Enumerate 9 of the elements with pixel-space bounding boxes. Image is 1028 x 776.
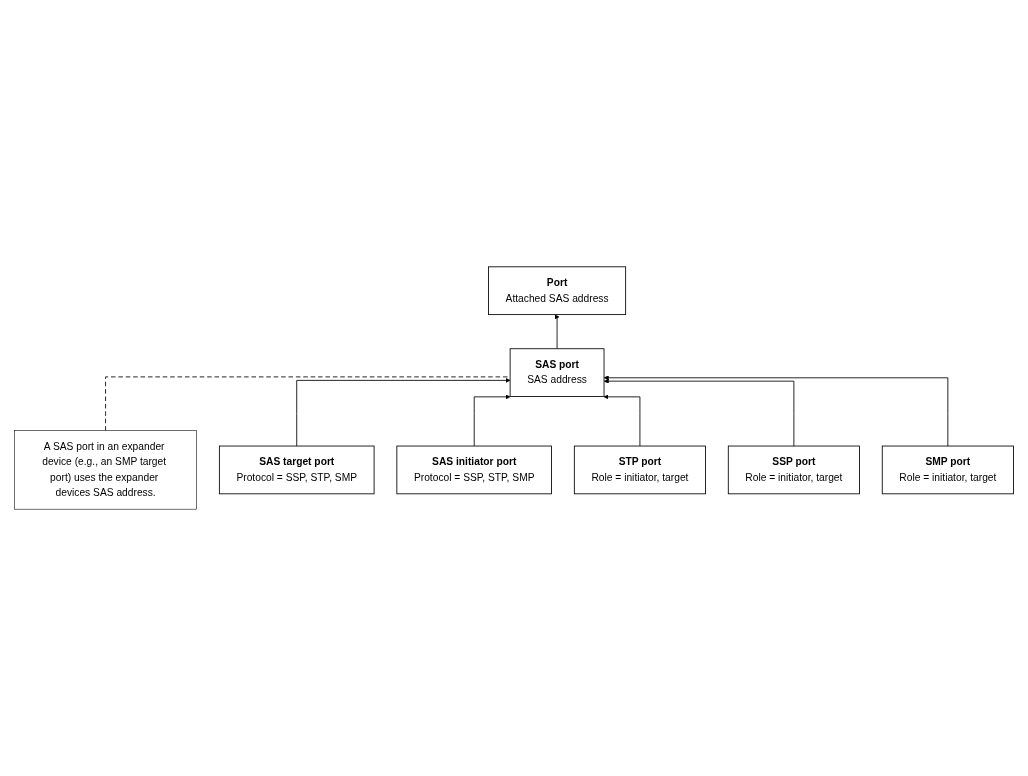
node-box: A SAS port in an expander device (e.g., an SMP target port) uses the expander devices SAS address. xyxy=(14,430,197,510)
node-box: SAS initiator port Protocol = SSP, STP, SMP xyxy=(396,445,552,495)
node-box: SMP port Role = initiator, target xyxy=(881,445,1014,495)
node-box: SAS target port Protocol = SSP, STP, SMP xyxy=(218,445,375,495)
node-box: SSP port Role = initiator, target xyxy=(727,445,860,495)
node-box: SAS port SAS address xyxy=(509,348,605,397)
node-box: STP port Role = initiator, target xyxy=(573,445,706,495)
connector xyxy=(105,376,511,432)
node-box: Port Attached SAS address xyxy=(488,266,627,316)
